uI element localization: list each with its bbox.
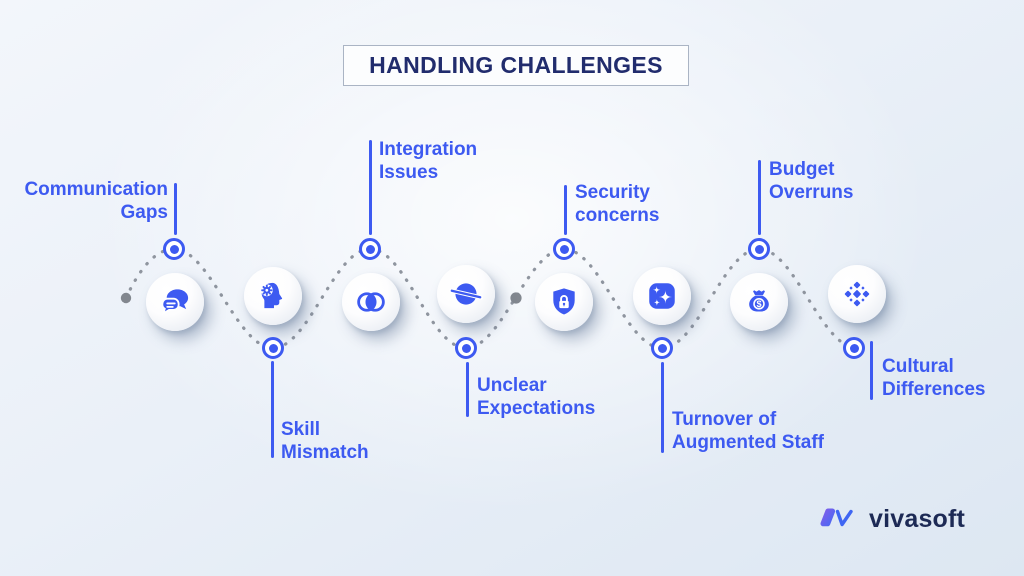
vivasoft-logo-text: vivasoft	[869, 505, 966, 533]
label-connector-line	[757, 160, 761, 235]
challenge-label: Skill Mismatch	[281, 419, 369, 463]
icon-badge	[342, 273, 400, 331]
timeline-marker	[553, 238, 575, 260]
label-connector-line	[173, 183, 177, 235]
timeline-marker	[651, 337, 673, 359]
svg-text:$: $	[756, 299, 761, 309]
vivasoft-logo: vivasoft	[818, 505, 965, 534]
challenge-label: Integration Issues	[379, 139, 478, 183]
path-middle-dot	[510, 292, 522, 304]
chat-bubbles-icon	[161, 289, 189, 316]
label-connector-line	[660, 362, 664, 453]
diamond-cluster-icon	[844, 281, 870, 307]
label-connector-line	[869, 341, 873, 400]
challenge-label: Security concerns	[575, 182, 660, 226]
label-connector-line	[368, 140, 372, 235]
icon-badge	[437, 265, 495, 323]
timeline-marker	[262, 337, 284, 359]
label-connector-line	[563, 185, 567, 235]
label-connector-line	[465, 362, 469, 417]
icon-badge	[146, 273, 204, 331]
sparkles-icon	[649, 283, 675, 309]
path-start-dot	[120, 292, 132, 304]
timeline-marker	[163, 238, 185, 260]
icon-badge	[828, 265, 886, 323]
timeline-marker	[843, 337, 865, 359]
challenge-label: Turnover of Augmented Staff	[672, 409, 824, 453]
timeline-marker	[359, 238, 381, 260]
planet-icon	[449, 283, 483, 305]
venn-circles-icon	[357, 292, 385, 312]
icon-badge	[633, 267, 691, 325]
challenge-label: Communication Gaps	[24, 179, 168, 223]
timeline-marker	[748, 238, 770, 260]
icon-badge	[535, 273, 593, 331]
label-connector-line	[270, 361, 274, 458]
money-bag-icon: $	[749, 290, 769, 312]
page-title: HANDLING CHALLENGES	[343, 45, 689, 86]
icon-badge: $	[730, 273, 788, 331]
icon-badge	[244, 267, 302, 325]
challenge-label: Cultural Differences	[882, 356, 986, 400]
vivasoft-logo-mark	[820, 508, 853, 526]
shield-lock-icon	[553, 288, 575, 315]
challenge-label: Budget Overruns	[769, 159, 854, 203]
head-gear-icon	[260, 282, 283, 309]
challenge-label: Unclear Expectations	[477, 375, 596, 419]
timeline-marker	[455, 337, 477, 359]
